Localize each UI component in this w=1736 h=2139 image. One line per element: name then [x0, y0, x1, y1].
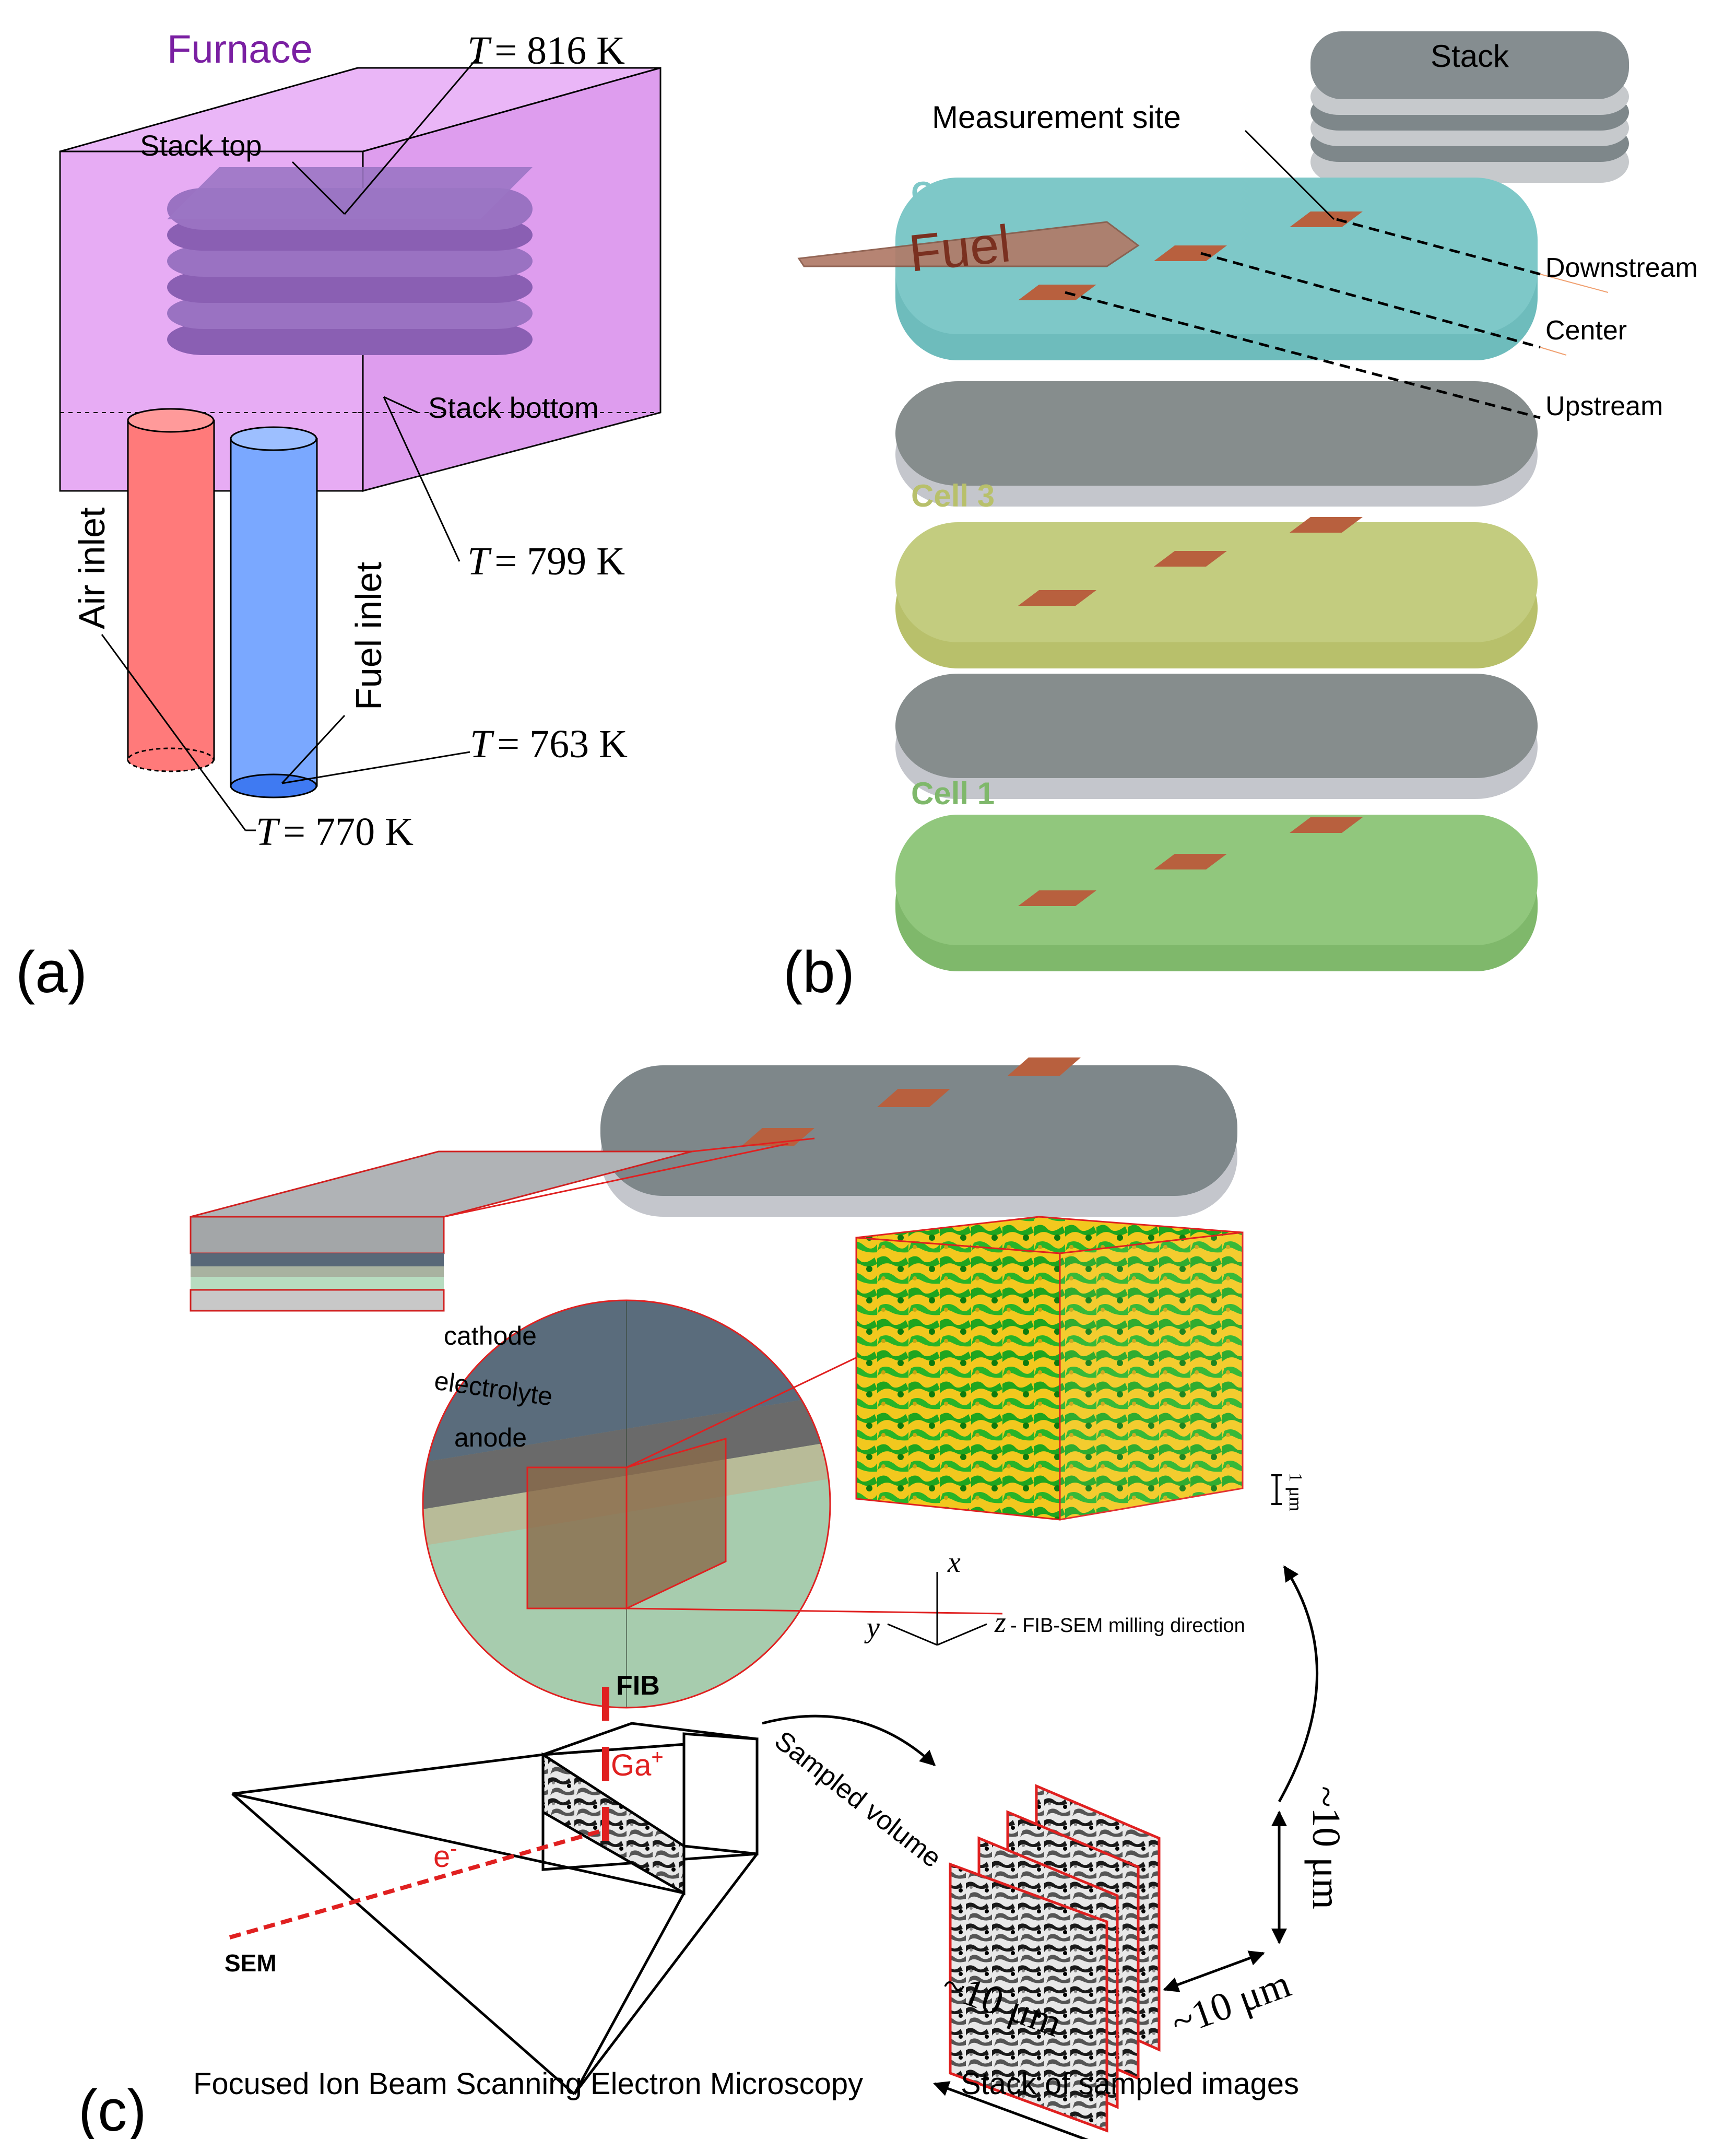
dim-height-label: ~10 μm — [1304, 1786, 1348, 1909]
panel-b: Stack — [783, 31, 1698, 1005]
upstream-label: Upstream — [1545, 391, 1663, 421]
temp-stack-bottom: T= 799 K — [467, 539, 625, 583]
downstream-label: Downstream — [1545, 253, 1698, 283]
furnace-stack — [167, 167, 533, 355]
temp-fuel-inlet: T= 763 K — [470, 722, 628, 766]
panel-b-label: (b) — [783, 939, 855, 1005]
milling-direction-label: - FIB-SEM milling direction — [1010, 1615, 1245, 1637]
anode-label: anode — [454, 1423, 527, 1452]
c-site-upstream — [741, 1128, 814, 1146]
panel-a-label: (a) — [16, 939, 87, 1005]
cell3-site-upstream — [1018, 590, 1096, 606]
cathode-label: cathode — [444, 1321, 537, 1350]
fib-label: FIB — [616, 1671, 660, 1701]
scale-bar — [1271, 1474, 1282, 1505]
magnified-circle — [423, 1300, 830, 1708]
air-inlet-label: Air inlet — [72, 508, 112, 629]
cell1-site-upstream — [1018, 890, 1096, 906]
center-label: Center — [1545, 315, 1627, 346]
cell1-site-downstream — [1290, 817, 1363, 833]
cell1-site-center — [1154, 854, 1227, 869]
fibsem-schematic — [229, 1687, 759, 2095]
cell-1 — [895, 815, 1538, 971]
scale-bar-label: 1 μm — [1285, 1473, 1306, 1511]
fuel-inlet-cylinder — [230, 426, 318, 798]
zoomed-cell-slab — [190, 1150, 692, 1312]
panel-c-cell — [600, 1057, 1237, 1217]
ga-label: Ga+ — [611, 1746, 664, 1782]
cell5-site-upstream — [1018, 285, 1096, 300]
c-site-downstream — [1008, 1057, 1081, 1076]
sampled-volume-label: Sampled volume — [769, 1725, 947, 1874]
cell5-label: Cell 5 — [911, 175, 995, 210]
fuel-inlet-label: Fuel inlet — [348, 562, 389, 710]
air-inlet-cylinder — [127, 408, 215, 772]
furnace-label: Furnace — [167, 27, 313, 72]
fuel-label: Fuel — [906, 214, 1013, 283]
fibsem-caption: Focused Ion Beam Scanning Electron Micro… — [193, 2067, 863, 2101]
sampled-image-stack — [949, 1784, 1161, 2133]
c-site-center — [877, 1089, 950, 1107]
measurement-site-label: Measurement site — [932, 100, 1181, 135]
axis-z-label: z — [994, 1606, 1006, 1639]
axis-y-label: y — [864, 1612, 880, 1644]
stack-top-label: Stack top — [140, 129, 262, 162]
sem-label: SEM — [225, 1949, 277, 1977]
panel-c: cathode electrolyte anode 1 μm x y z - F… — [78, 1057, 1348, 2139]
interconnect-4 — [895, 381, 1538, 507]
stack-icon — [1310, 31, 1629, 183]
stack-icon-label: Stack — [1431, 39, 1509, 74]
panel-a: Furnace Stack top Stack bottom Air inlet… — [16, 27, 662, 1005]
interconnect-2 — [895, 674, 1538, 799]
temp-stack-top: T= 816 K — [467, 29, 625, 73]
fuel-flow-plate — [797, 221, 1140, 267]
cell5-site-center — [1154, 245, 1227, 261]
cell3-label: Cell 3 — [911, 478, 995, 513]
stack-images-caption: Stack of sampled images — [961, 2067, 1299, 2101]
cell5-site-downstream — [1290, 211, 1363, 227]
microstructure-cube — [855, 1216, 1244, 1521]
dim-width-label: ~10 μm — [1165, 1961, 1296, 2045]
panel-c-label: (c) — [78, 2078, 147, 2139]
axis-x-label: x — [947, 1546, 961, 1579]
electron-label: e- — [433, 1837, 457, 1874]
axes-triad — [887, 1572, 987, 1646]
stack-bottom-label: Stack bottom — [428, 391, 599, 424]
cell-3 — [895, 517, 1538, 668]
cell1-label: Cell 1 — [911, 776, 995, 811]
cell3-site-downstream — [1290, 517, 1363, 533]
temp-air-inlet: T= 770 K — [256, 810, 414, 854]
cell3-site-center — [1154, 551, 1227, 567]
